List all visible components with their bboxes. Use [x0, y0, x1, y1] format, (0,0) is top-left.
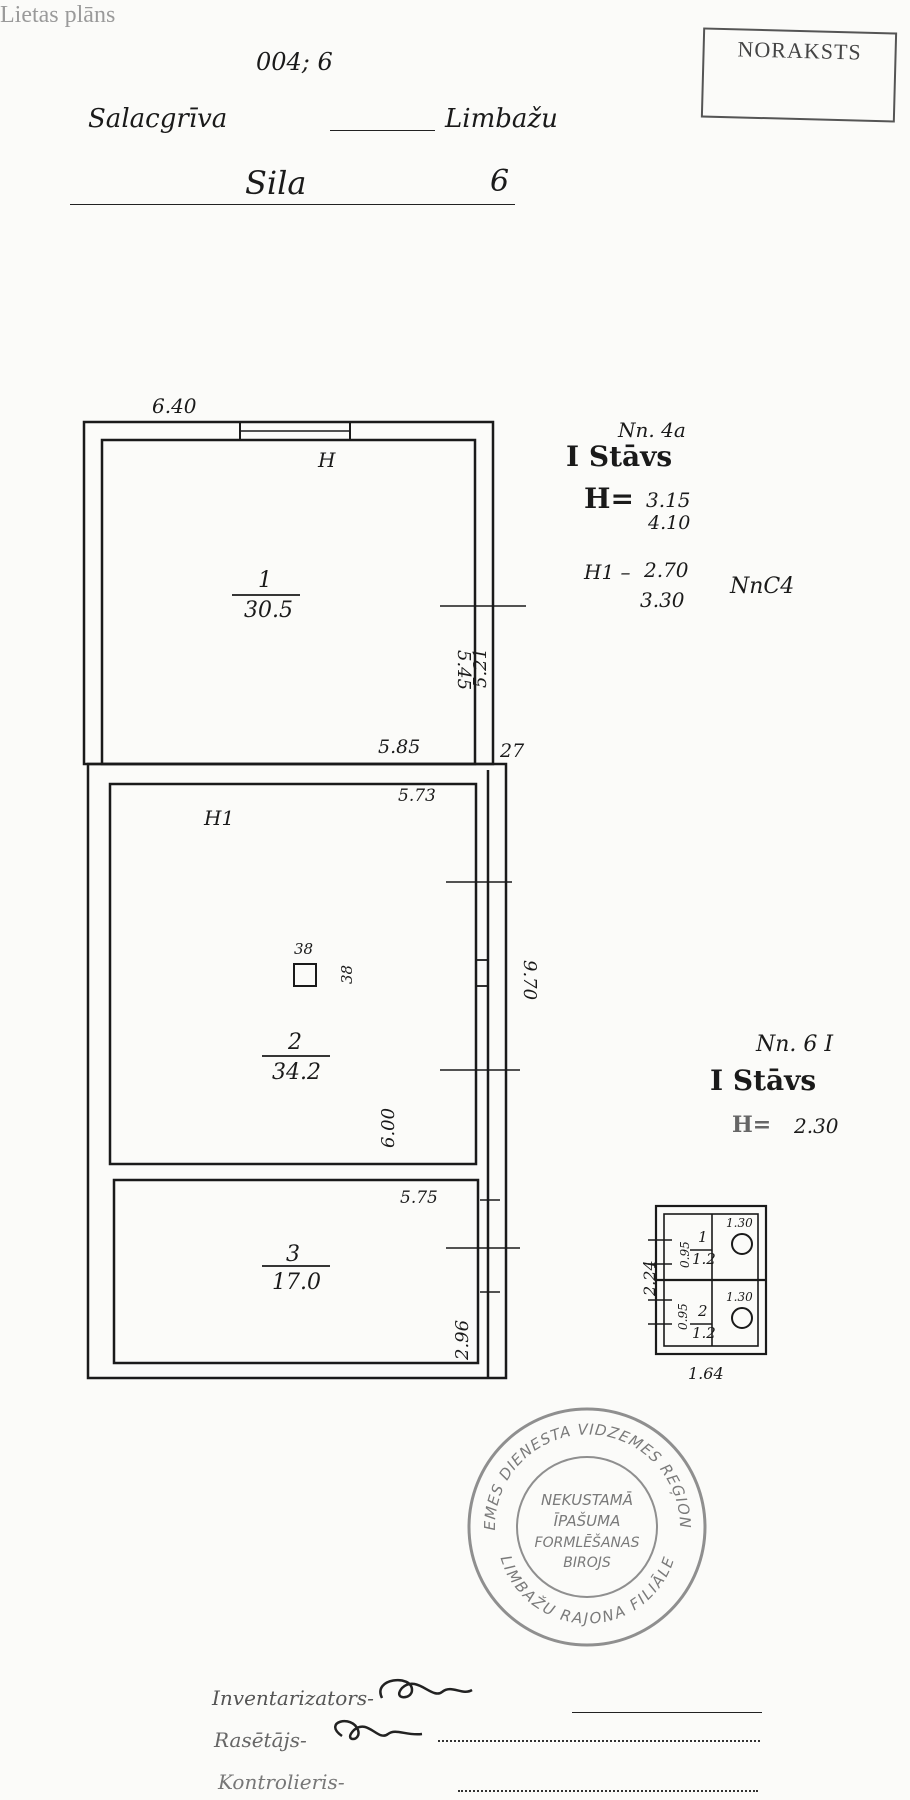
drafter-label: Rasētājs- [214, 1728, 307, 1752]
room-1-height-mark: H [318, 448, 336, 472]
legend-a-h-label: H= [584, 482, 634, 515]
small-cell-1-dim: 1.30 [726, 1216, 753, 1230]
file-number: 004; 6 [256, 48, 333, 76]
small-cell-1-number: 1 [698, 1228, 708, 1246]
outer-wall-top-section [82, 420, 495, 766]
room-3-outline [112, 1178, 480, 1365]
small-cell-1-side: 0.95 [678, 1241, 692, 1268]
dim-6-00: 6.00 [378, 1107, 399, 1148]
legend-a-h1-label: H1 – [584, 560, 631, 584]
room-1-number: 1 [258, 568, 272, 593]
house-number: 6 [490, 164, 510, 199]
room-2-height-mark: H1 [204, 806, 235, 830]
top-left-faint-text: Lietas plāns [0, 2, 116, 28]
inventory-label: Inventarizators- [212, 1686, 374, 1710]
dim-5-73: 5.73 [398, 786, 436, 806]
room-3-number: 3 [286, 1242, 300, 1267]
dim-27: 27 [500, 740, 525, 762]
outer-wall-lower-section [86, 762, 508, 1380]
dim-640: 6.40 [152, 394, 197, 418]
chimney-h: 38 [338, 964, 356, 984]
area-fraction-lines [232, 594, 330, 1267]
small-plan-height: 2.24 [640, 1260, 659, 1296]
plan-walls [82, 420, 508, 1380]
dim-5-85: 5.85 [378, 736, 421, 758]
dim-5-21: 5.21 [470, 647, 491, 688]
town-name: Salacgrīva [88, 104, 228, 134]
signature-drafter [334, 1720, 423, 1741]
legend-b-floor: I Stāvs [710, 1064, 817, 1097]
seal-center-line1: NEKUSTAMĀ [541, 1491, 633, 1509]
drafter-line [438, 1740, 760, 1742]
official-seal: LR VALSTS ZEMES DIENESTA VIDZEMES REĢION… [465, 1405, 707, 1647]
seal-center-line4: BIROJS [563, 1555, 611, 1571]
dim-9-70: 9.70 [519, 960, 540, 1001]
seal-center-line3: FORMLĒŠANAS [535, 1533, 640, 1551]
seal-center-line2: ĪPAŠUMA [554, 1511, 621, 1530]
small-cell-2-area: 1.2 [692, 1324, 716, 1342]
legend-b-h-value: 2.30 [794, 1114, 839, 1138]
signature-inventory [379, 1678, 473, 1699]
room-2-number: 2 [288, 1030, 302, 1055]
legend-a-h1-value: 2.70 [644, 558, 689, 582]
controller-label: Kontrolieris- [218, 1770, 345, 1794]
chimney-symbol [293, 963, 317, 987]
legend-a-building-no2: NnC4 [730, 574, 795, 599]
small-cell-2-side: 0.95 [676, 1303, 690, 1330]
dim-2-96: 2.96 [452, 1319, 473, 1360]
legend-a-building-no: Nn. 4a [618, 418, 686, 442]
small-cell-2-number: 2 [698, 1302, 708, 1320]
small-cell-1-area: 1.2 [692, 1250, 716, 1268]
window-right [475, 959, 489, 987]
legend-a-h1-value2: 3.30 [640, 588, 685, 612]
legend-a-floor: I Stāvs [566, 440, 673, 473]
legend-b-h-label: H= [732, 1112, 772, 1138]
town-district-separator [330, 130, 435, 131]
street-name: Sila [245, 164, 307, 202]
dim-5-75: 5.75 [400, 1188, 438, 1208]
controller-line [458, 1790, 758, 1792]
room-1-area: 30.5 [244, 598, 293, 623]
legend-a-h-value: 3.15 [646, 488, 691, 512]
room-3-area: 17.0 [272, 1270, 321, 1295]
small-plan-width: 1.64 [688, 1364, 724, 1383]
inventory-line [572, 1712, 762, 1713]
small-cell-2-dim: 1.30 [726, 1290, 753, 1304]
dimension-ticks [440, 605, 526, 1293]
district-name: Limbažu [445, 104, 558, 134]
chimney-w: 38 [294, 940, 314, 958]
room-2-area: 34.2 [272, 1060, 321, 1085]
legend-a-h-value2: 4.10 [648, 512, 691, 534]
legend-b-building-no: Nn. 6 I [756, 1032, 834, 1057]
address-underline [70, 204, 515, 205]
